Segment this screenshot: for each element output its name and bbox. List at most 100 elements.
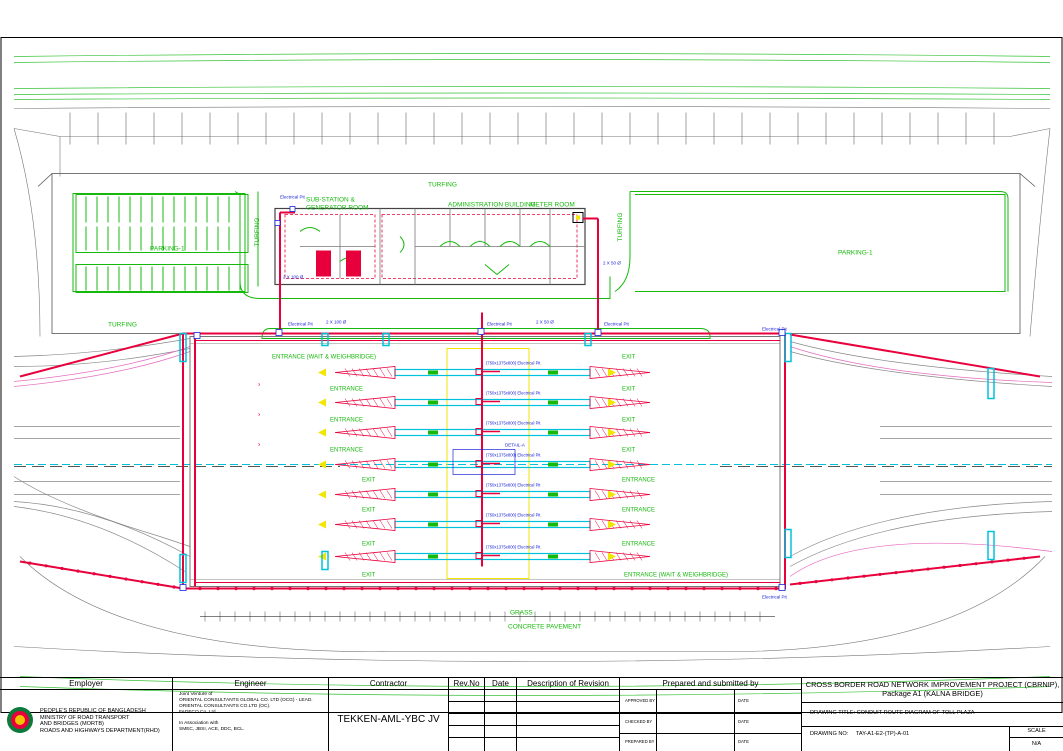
island-hatch <box>636 520 643 529</box>
island-hatch <box>344 368 351 377</box>
island-right <box>589 488 651 501</box>
engineer-line-1: Joint Venture of <box>179 692 213 697</box>
approved-by-label: APPROVED BY <box>625 698 656 703</box>
island-hatch <box>594 398 601 407</box>
marker <box>666 586 670 591</box>
booth-marker <box>548 492 558 497</box>
island-right <box>589 518 651 531</box>
booth-marker <box>428 430 438 435</box>
island-hatch <box>615 398 622 407</box>
parking-right-label: PARKING-1 <box>838 250 873 257</box>
exit-label-1: EXIT <box>622 355 636 361</box>
booth-marker <box>428 554 438 559</box>
marker <box>252 586 256 591</box>
island-hatch <box>615 490 622 499</box>
marker <box>140 580 144 584</box>
entrance-hwy-bottom: ENTRANCE (WAIT & WEIGHBRIDGE) <box>624 573 728 579</box>
island-hatch <box>594 520 601 529</box>
arrow-icon <box>318 460 326 469</box>
island-hatch <box>386 368 393 377</box>
toll-lanes: (750x1375x800) Electrical Pit (750x1375x8… <box>318 361 651 563</box>
engineer-cell: Engineer Joint Venture of ORIENTAL CONSU… <box>173 678 329 751</box>
exit-label-8: EXIT <box>362 573 376 579</box>
island-hatch <box>622 398 629 407</box>
marker <box>774 586 778 591</box>
island-hatch <box>636 428 643 437</box>
marker <box>990 560 994 564</box>
pit-label-1: Electrical Pit <box>280 195 306 200</box>
island-left <box>334 518 396 531</box>
marker <box>288 586 292 591</box>
employer-line-3: AND BRIDGES (MORTB) <box>40 721 104 727</box>
entrance-label-4: ENTRANCE <box>622 478 655 484</box>
island-hatch <box>365 490 372 499</box>
marker <box>630 586 634 591</box>
island-hatch <box>365 368 372 377</box>
exit-label-7: EXIT <box>362 542 376 548</box>
marker <box>432 586 436 591</box>
marker <box>76 569 80 573</box>
booth-marker <box>548 430 558 435</box>
marker <box>234 586 238 591</box>
entrance-hwy-top: ENTRANCE (WAIT & WEIGHBRIDGE) <box>272 355 376 361</box>
marker <box>156 582 160 586</box>
conduit-markers <box>28 556 1026 591</box>
turfing-label-left: TURFING <box>254 218 261 247</box>
lane-arrow-icon: › <box>258 382 261 389</box>
lane-pit-label: (750x1375x800) Electrical Pit <box>486 391 541 396</box>
marker <box>846 576 850 580</box>
island-hatch <box>636 490 643 499</box>
island-hatch <box>636 368 643 377</box>
engineer-line-7: SMEC, JBSI, ACE, DDC, BCL. <box>179 726 245 732</box>
drawing-title-label: DRAWING TITLE: <box>810 710 856 716</box>
island-hatch <box>372 368 379 377</box>
entrance-label-5: ENTRANCE <box>622 508 655 514</box>
detail-a-label: DETAIL-A <box>505 443 525 448</box>
project-cell: CROSS BORDER ROAD NETWORK IMPROVEMENT PR… <box>802 678 1063 751</box>
marker <box>396 586 400 591</box>
island-hatch <box>615 460 622 469</box>
marker <box>522 586 526 591</box>
arrow-icon <box>608 552 616 561</box>
island-hatch <box>629 552 636 561</box>
island-hatch <box>344 490 351 499</box>
island-hatch <box>601 368 608 377</box>
island-hatch <box>386 460 393 469</box>
lane-booth <box>394 520 591 529</box>
marker <box>756 586 760 591</box>
island-hatch <box>372 520 379 529</box>
engineer-line-3: ORIENTAL CONSULTANTS CO.LTD (OC). <box>179 703 271 709</box>
island-hatch <box>601 490 608 499</box>
lane-booth <box>394 552 591 561</box>
toll-lane: (750x1375x800) Electrical Pit <box>318 483 651 501</box>
arrow-icon <box>608 428 616 437</box>
marker <box>958 563 962 568</box>
rev-no-cell: Rev.No <box>449 678 485 751</box>
island-hatch <box>372 398 379 407</box>
exit-label-6: EXIT <box>362 508 376 514</box>
island-hatch <box>372 460 379 469</box>
island-hatch <box>594 428 601 437</box>
island-hatch <box>601 398 608 407</box>
lane-booth <box>394 490 591 499</box>
marker <box>814 579 818 584</box>
island-left <box>334 488 396 501</box>
checked-by-label: CHECKED BY <box>625 719 653 724</box>
employer-line-4: ROADS AND HIGHWAYS DEPARTMENT(RHD) <box>40 727 160 734</box>
island-hatch <box>351 552 358 561</box>
booth-marker <box>548 400 558 405</box>
generator-room-label: GENERATOR ROOM <box>306 205 369 212</box>
marker <box>28 561 32 565</box>
entrance-label-3: ENTRANCE <box>330 448 363 454</box>
toll-lane: (750x1375x800) Electrical Pit <box>318 391 651 409</box>
toll-lane: (750x1375x800) Electrical Pit <box>318 421 651 439</box>
island-left <box>334 426 396 439</box>
island-hatch <box>351 428 358 437</box>
island-hatch <box>365 552 372 561</box>
arrow-icon <box>608 368 616 377</box>
marker <box>576 586 580 591</box>
marker <box>450 586 454 591</box>
arrow-icon <box>608 398 616 407</box>
booth-marker <box>428 370 438 375</box>
